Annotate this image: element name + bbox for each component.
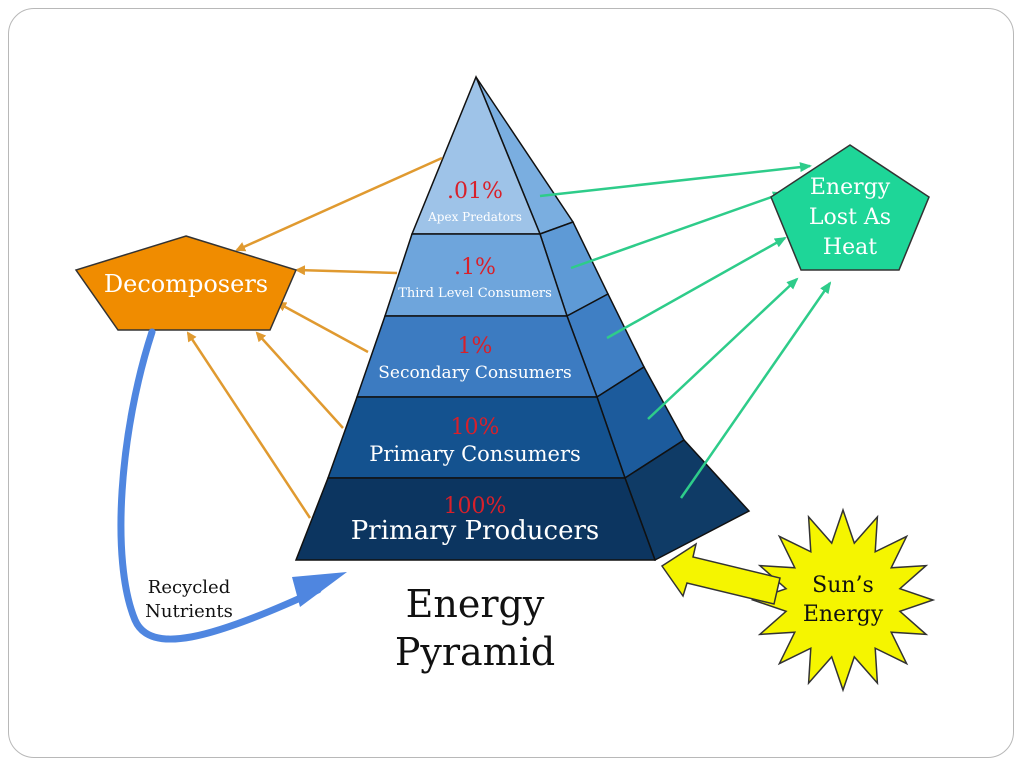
level-label: Third Level Consumers [398, 286, 552, 301]
level-percent: .01% [447, 179, 503, 204]
level-percent: 100% [444, 494, 507, 519]
level-label: Primary Consumers [369, 442, 581, 466]
slide-frame [8, 8, 1014, 758]
heat-label-line1: Energy [810, 175, 891, 200]
sun-label-line2: Energy [803, 602, 884, 627]
level-percent: 10% [451, 415, 500, 440]
arrow-producers-to-decomposers [186, 331, 312, 519]
arrow-apex-to-decomposers [235, 156, 443, 252]
heat-label-line3: Heat [823, 235, 877, 260]
heat-pentagon [770, 144, 930, 271]
sun-node: Sun’s Energy [750, 507, 936, 693]
level-percent: 1% [458, 334, 493, 359]
arrow-third-to-heat [570, 191, 785, 270]
arrow-third-to-decomposers [295, 265, 398, 276]
level-label: Secondary Consumers [378, 363, 571, 383]
green-arrows [539, 162, 832, 499]
heat-label-line2: Lost As [809, 205, 891, 230]
heat-node: Energy Lost As Heat [770, 144, 930, 271]
front-face-producers [294, 477, 657, 561]
level-label: Primary Producers [351, 516, 599, 546]
sun-core [788, 545, 898, 655]
sun-label-line1: Sun’s [812, 573, 874, 598]
diagram-title-line2: Pyramid [395, 630, 555, 674]
recycled-label-line1: Recycled [148, 577, 230, 598]
arrow-consumers-to-heat [647, 277, 799, 420]
arrow-producers-to-heat [679, 281, 832, 499]
level-label: Apex Predators [427, 210, 522, 224]
arrow-apex-to-heat [539, 162, 812, 198]
recycled-label-line2: Nutrients [145, 601, 233, 622]
sun-energy-arrow [660, 542, 781, 605]
arrow-consumers-to-decomposers [255, 331, 344, 429]
arrow-secondary-to-decomposers [276, 301, 369, 354]
pyramid-front-faces [294, 75, 657, 561]
diagram-title-line1: Energy [406, 582, 545, 626]
orange-arrows [186, 156, 443, 519]
recycled-arrow-head [292, 572, 347, 607]
pyramid-labels: .01% Apex Predators .1% Third Level Cons… [351, 179, 599, 546]
recycled-arrow-shaft [117, 328, 322, 643]
level-percent: .1% [454, 255, 496, 280]
decomposers-node: Decomposers [74, 235, 298, 331]
decomposers-pentagon [74, 235, 298, 331]
arrow-secondary-to-heat [606, 236, 787, 340]
decomposers-label: Decomposers [104, 270, 268, 298]
recycled-arrow [117, 328, 347, 643]
